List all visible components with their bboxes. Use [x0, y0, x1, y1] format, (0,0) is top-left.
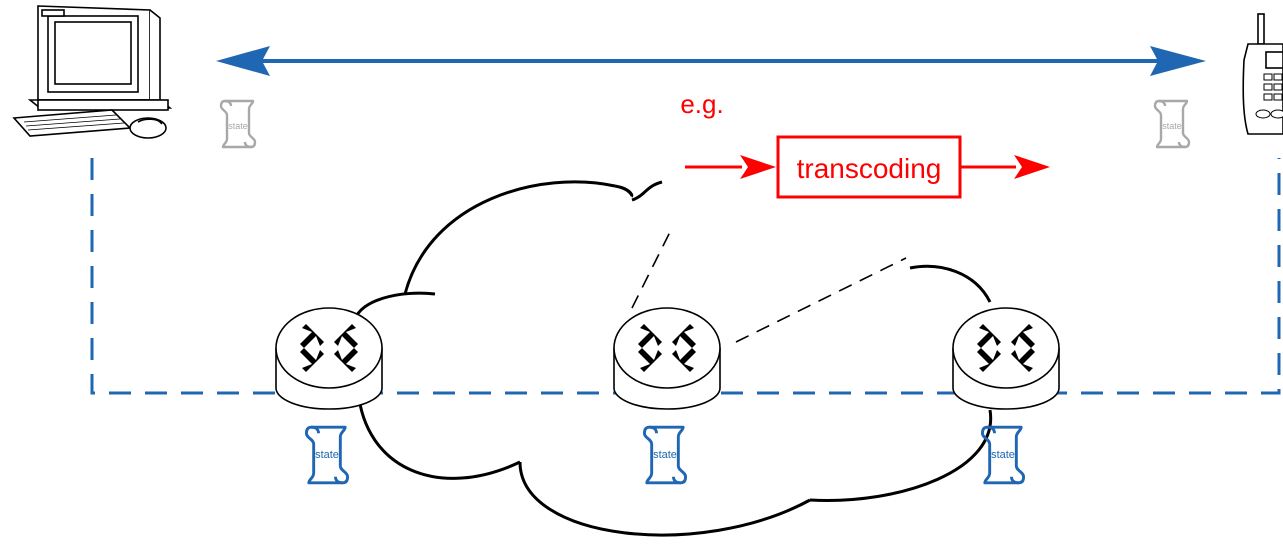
state-label: state	[315, 449, 339, 461]
example-label: e.g.	[680, 89, 723, 119]
transcoding-box	[776, 135, 962, 199]
transcoding-label: transcoding	[797, 153, 942, 184]
mobile-phone-icon	[1242, 13, 1283, 135]
zoom-lines	[631, 227, 907, 343]
state-label: state	[653, 449, 677, 461]
router-icon	[952, 307, 1060, 410]
router-icon	[613, 307, 721, 410]
transcoding-example	[685, 135, 1050, 199]
end-to-end-arrow	[216, 46, 1206, 76]
state-label: state	[991, 449, 1015, 461]
router-icon	[275, 307, 383, 410]
computer-icon	[12, 5, 173, 139]
state-label: state	[1162, 121, 1182, 131]
state-label: state	[228, 121, 248, 131]
network-cloud	[353, 180, 993, 537]
